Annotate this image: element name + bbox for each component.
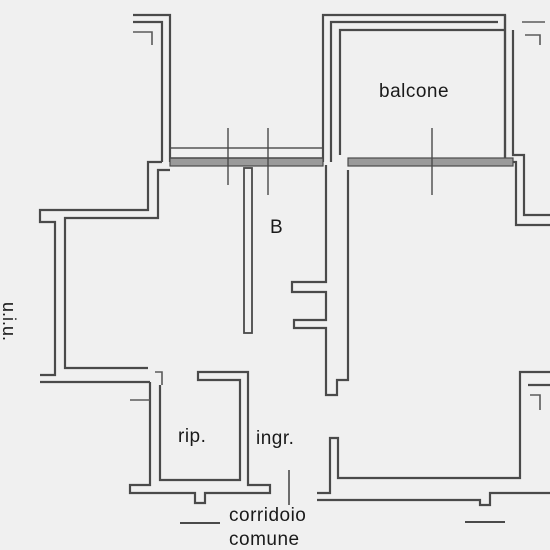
label-balcone: balcone <box>379 81 450 102</box>
label-corridor-line2: comune <box>229 529 300 550</box>
label-bath: B <box>270 217 284 238</box>
label-storage: rip. <box>178 426 207 447</box>
wall-left <box>38 160 170 384</box>
wall-entrance <box>317 370 550 507</box>
wall-center-partition <box>243 165 350 397</box>
wall-top-right <box>503 21 550 227</box>
wall-storage <box>128 370 272 505</box>
entrance-door <box>180 470 505 524</box>
railing-bar <box>169 128 514 195</box>
label-corridor-line1: corridoio <box>229 505 307 526</box>
label-entrance: ingr. <box>256 428 295 449</box>
wall-top-left <box>133 13 172 162</box>
label-side-unit: u.i.u. <box>0 302 19 342</box>
